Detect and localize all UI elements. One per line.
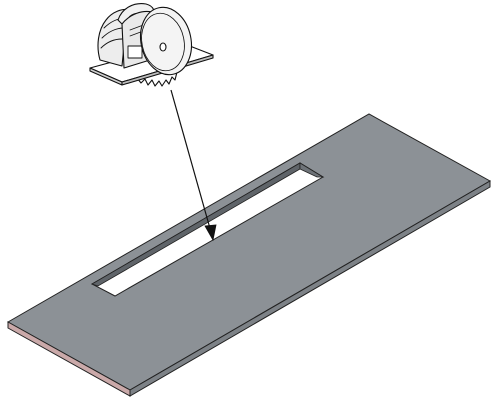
saw-blade-guard [139, 6, 193, 76]
arrow [170, 89, 217, 242]
board-top-face [6, 113, 492, 391]
arrow-icon [204, 224, 217, 242]
cutout-wall-left [299, 162, 325, 178]
arrow-shaft [170, 89, 212, 233]
saw-blade-teeth [136, 71, 178, 87]
saw-arbor-bolt [159, 42, 167, 52]
board-side-edge [129, 180, 491, 397]
board [6, 113, 492, 397]
circular-saw-icon [89, 3, 214, 87]
